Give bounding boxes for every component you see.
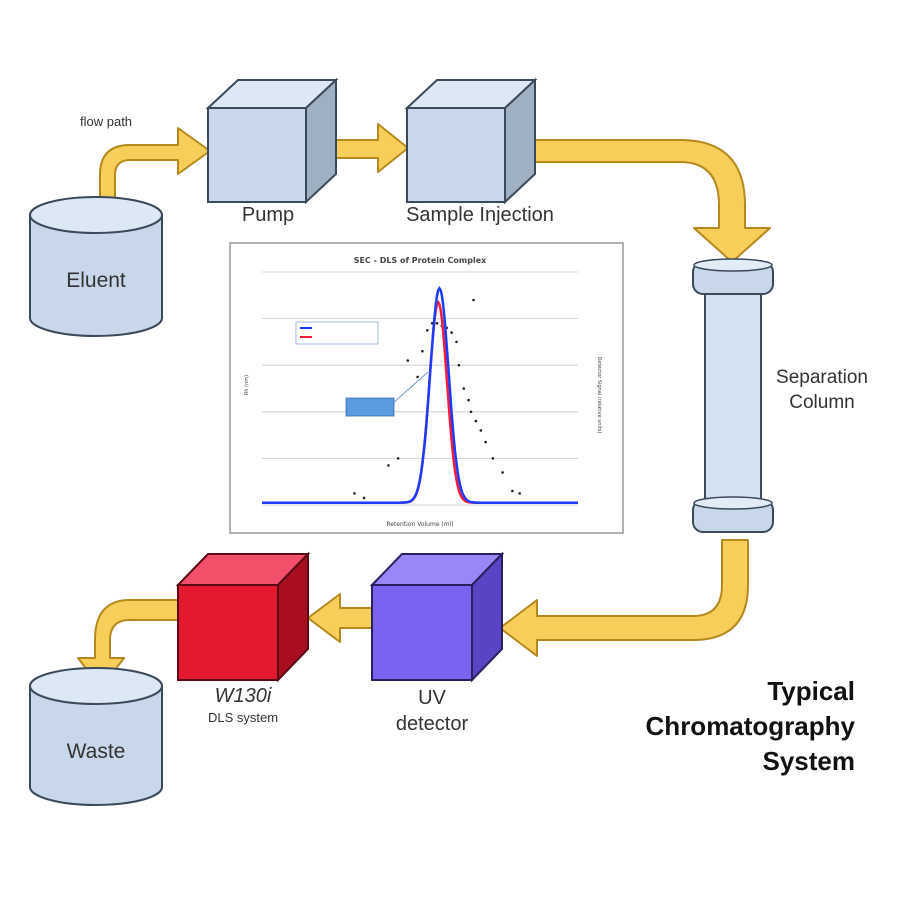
chart-scatter-point [396, 457, 400, 460]
column-top-cap-rim [693, 258, 773, 272]
sample-injection-box: Sample Injection [404, 77, 554, 226]
sample-injection-label: Sample Injection [406, 204, 554, 226]
chart-y-axis-label: Rh (nm) [244, 375, 250, 395]
pump-box: Pump [205, 77, 339, 226]
chart-scatter-point [353, 492, 356, 495]
separation-column-label-line2: Column [789, 392, 854, 413]
sec-dls-chart: SEC - DLS of Protein Complex Retention V… [229, 242, 624, 534]
uv-label-line2: detector [396, 713, 469, 735]
dls-label-line1: W130i [215, 685, 272, 707]
chart-scatter-point [450, 331, 453, 334]
chart-annotation-box [345, 397, 395, 417]
chart-title: SEC - DLS of Protein Complex [354, 256, 487, 265]
dls-system-box: W130i DLS system [175, 551, 311, 725]
injection-box-front [406, 107, 506, 203]
chart-scatter-point [472, 298, 475, 302]
column-body [704, 284, 762, 508]
chart-scatter-point [416, 375, 419, 379]
uv-detector-box: UV detector [369, 551, 505, 735]
chart-scatter-point [491, 457, 495, 460]
separation-column: Separation Column [692, 258, 868, 533]
chart-gridlines [262, 271, 578, 506]
waste-cylinder-body [29, 685, 163, 806]
chart-scatter-point [474, 419, 478, 423]
eluent-cylinder-top [29, 196, 163, 234]
waste-cylinder-top [29, 667, 163, 705]
flow-arrow-column-to-uv [499, 539, 749, 657]
chart-frame [229, 242, 624, 534]
eluent-reservoir: Eluent [29, 196, 163, 337]
column-bottom-cap-rim [693, 496, 773, 510]
flow-path-label: flow path [80, 114, 132, 129]
diagram-title: Typical Chromatography System [646, 676, 856, 776]
eluent-label: Eluent [66, 269, 126, 292]
chart-scatter-point [455, 340, 458, 344]
eluent-cylinder-body [29, 214, 163, 337]
chart-scatter-point [511, 489, 514, 493]
uv-label-line1: UV [418, 687, 446, 709]
chart-scatter-point [406, 359, 410, 362]
chart-series-uv-line [262, 286, 578, 504]
chart-scatter-point [469, 410, 473, 414]
chart-scatter-point [435, 322, 439, 325]
chart-annotation-pointer [391, 371, 429, 405]
chart-scatter-point [467, 398, 470, 402]
chart-scatter-point [387, 464, 390, 467]
flow-arrow-uv-to-dls [307, 593, 373, 643]
title-line2: Chromatography [646, 711, 856, 741]
title-line1: Typical [767, 676, 855, 706]
pump-box-front [207, 107, 307, 203]
dls-label-line2: DLS system [208, 710, 278, 725]
waste-label: Waste [67, 740, 126, 763]
dls-box-front [177, 584, 279, 681]
title-line3: System [763, 746, 856, 776]
chart-x-axis-label: Retention Volume (ml) [386, 521, 453, 528]
chart-scatter-point [479, 429, 483, 432]
separation-column-label-line1: Separation [776, 367, 868, 388]
flow-arrow-injection-to-column [527, 139, 771, 263]
chart-legend-box [295, 321, 379, 345]
chart-scatter-point [462, 387, 466, 390]
waste-reservoir: Waste [29, 667, 163, 806]
flow-arrow-eluent-to-pump [99, 127, 211, 216]
chart-scatter-point [501, 471, 504, 474]
chart-y2-axis-label: Detector Signal (relative units) [596, 357, 602, 434]
chart-scatter-point [426, 329, 429, 332]
chart-scatter-point [518, 492, 521, 495]
chart-scatter-point [457, 363, 461, 367]
flow-arrow-pump-to-injection [329, 123, 409, 173]
pump-label: Pump [242, 204, 294, 226]
chart-scatter-point [421, 349, 424, 353]
uv-box-front [371, 584, 473, 681]
chart-scatter-point [484, 440, 487, 444]
chart-scatter-point [362, 496, 366, 500]
